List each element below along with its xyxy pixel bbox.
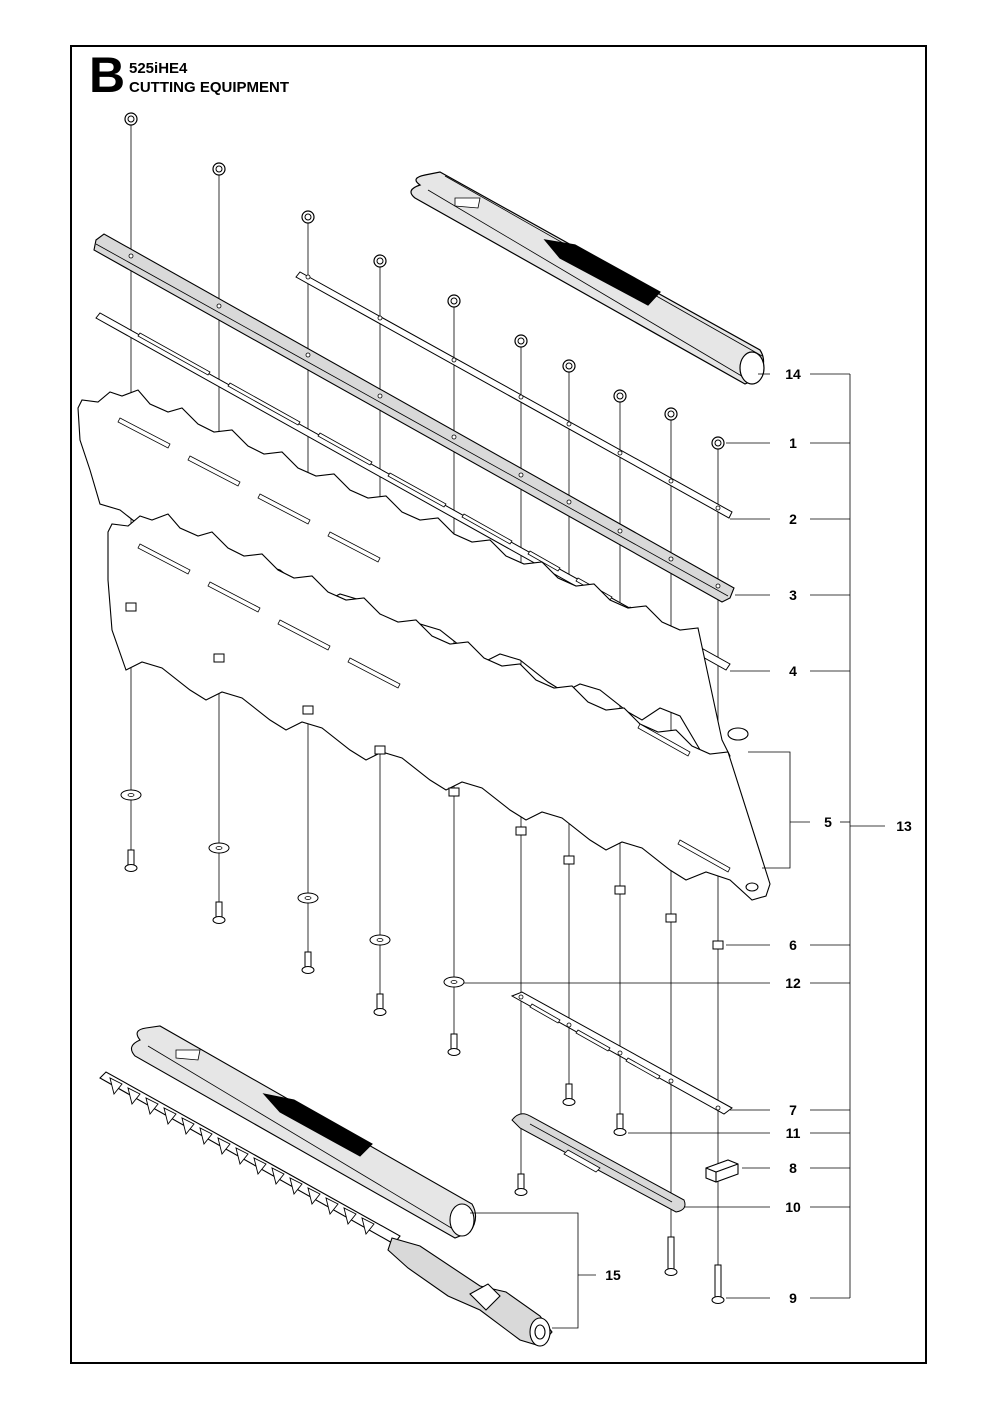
callout-15: 15	[605, 1267, 621, 1283]
callout-2: 2	[789, 511, 797, 527]
leader-lines	[464, 373, 885, 1329]
slotted-plate-4	[95, 312, 731, 671]
diagram-title: CUTTING EQUIPMENT	[129, 79, 289, 96]
blade-cover-top	[410, 171, 765, 385]
plate-7	[510, 991, 733, 1115]
callout-8: 8	[789, 1160, 797, 1176]
cutting-blades-5	[77, 389, 771, 901]
callout-10: 10	[785, 1199, 801, 1215]
plate-2	[295, 271, 733, 519]
guide-bar-3	[93, 233, 735, 603]
bolts-9	[664, 1236, 725, 1304]
callout-14: 14	[785, 366, 801, 382]
callout-12: 12	[785, 975, 801, 991]
washers-12	[120, 789, 465, 988]
hedge-trimmer-assembly-15	[99, 1025, 553, 1347]
callout-1: 1	[789, 435, 797, 451]
model-name: 525iHE4	[129, 60, 188, 77]
callout-3: 3	[789, 587, 797, 603]
callout-9: 9	[789, 1290, 797, 1306]
diagram-frame	[70, 45, 927, 1364]
callout-5: 5	[824, 814, 832, 830]
callout-7: 7	[789, 1102, 797, 1118]
section-letter: B	[89, 47, 126, 103]
callout-6: 6	[789, 937, 797, 953]
callout-11: 11	[786, 1125, 801, 1141]
bracket-8	[705, 1159, 739, 1183]
callout-4: 4	[789, 663, 797, 679]
plate-10	[511, 1113, 686, 1213]
callout-13: 13	[896, 818, 912, 834]
callout-labels: 14 1 2 3 4 5 13 6 12 7 11 8 10 15 9	[605, 366, 912, 1306]
